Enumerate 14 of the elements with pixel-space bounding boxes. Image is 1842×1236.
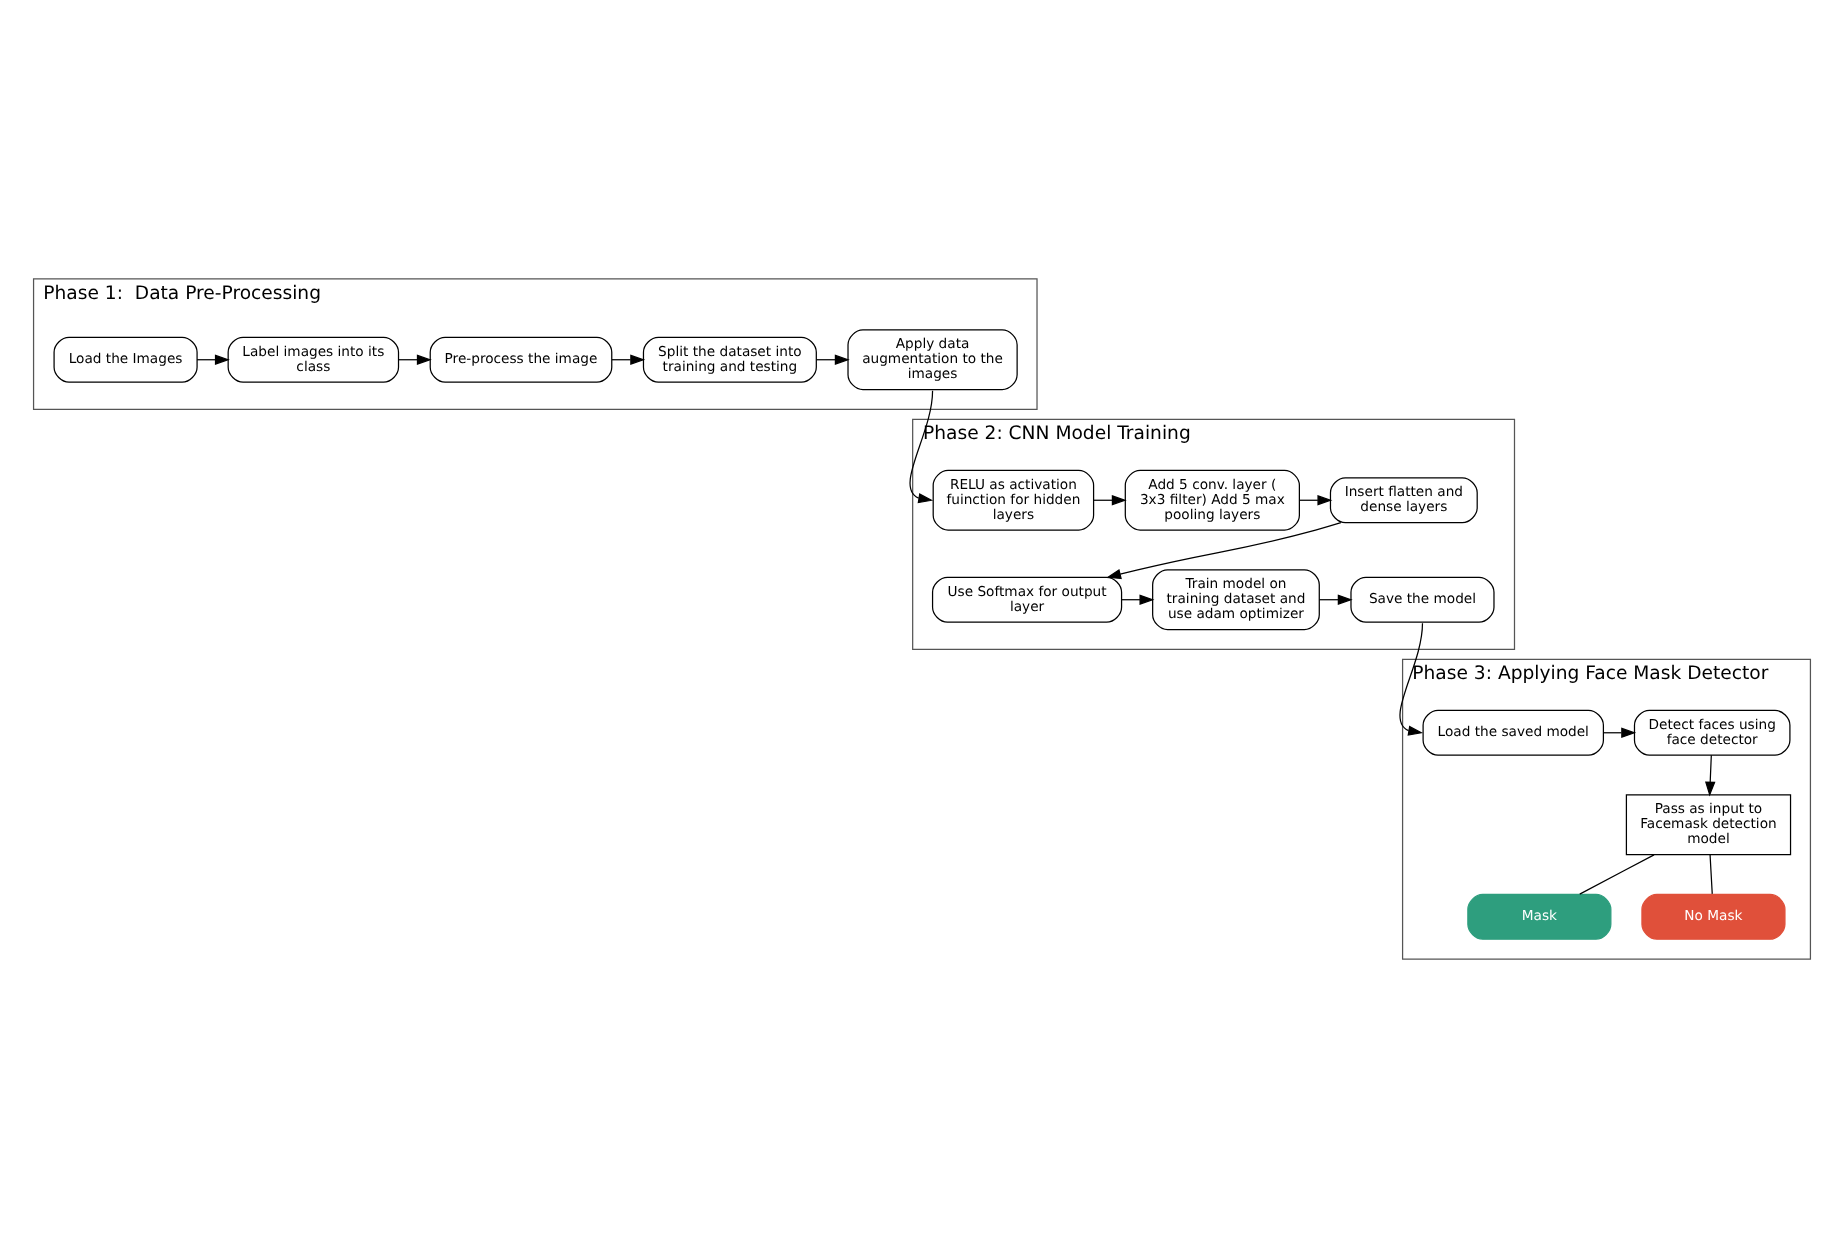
arrow [1317, 593, 1352, 604]
arrow [908, 389, 933, 503]
arrow [195, 353, 229, 364]
arrow [1092, 494, 1126, 505]
arrow [1297, 494, 1332, 505]
arrow [397, 353, 431, 364]
arrow [814, 353, 849, 364]
connector [1708, 853, 1712, 894]
arrow [1105, 521, 1341, 579]
connector [1578, 853, 1654, 894]
arrow [610, 353, 645, 364]
arrow [1120, 593, 1154, 604]
arrow [1704, 753, 1715, 796]
arrow [1398, 621, 1423, 735]
